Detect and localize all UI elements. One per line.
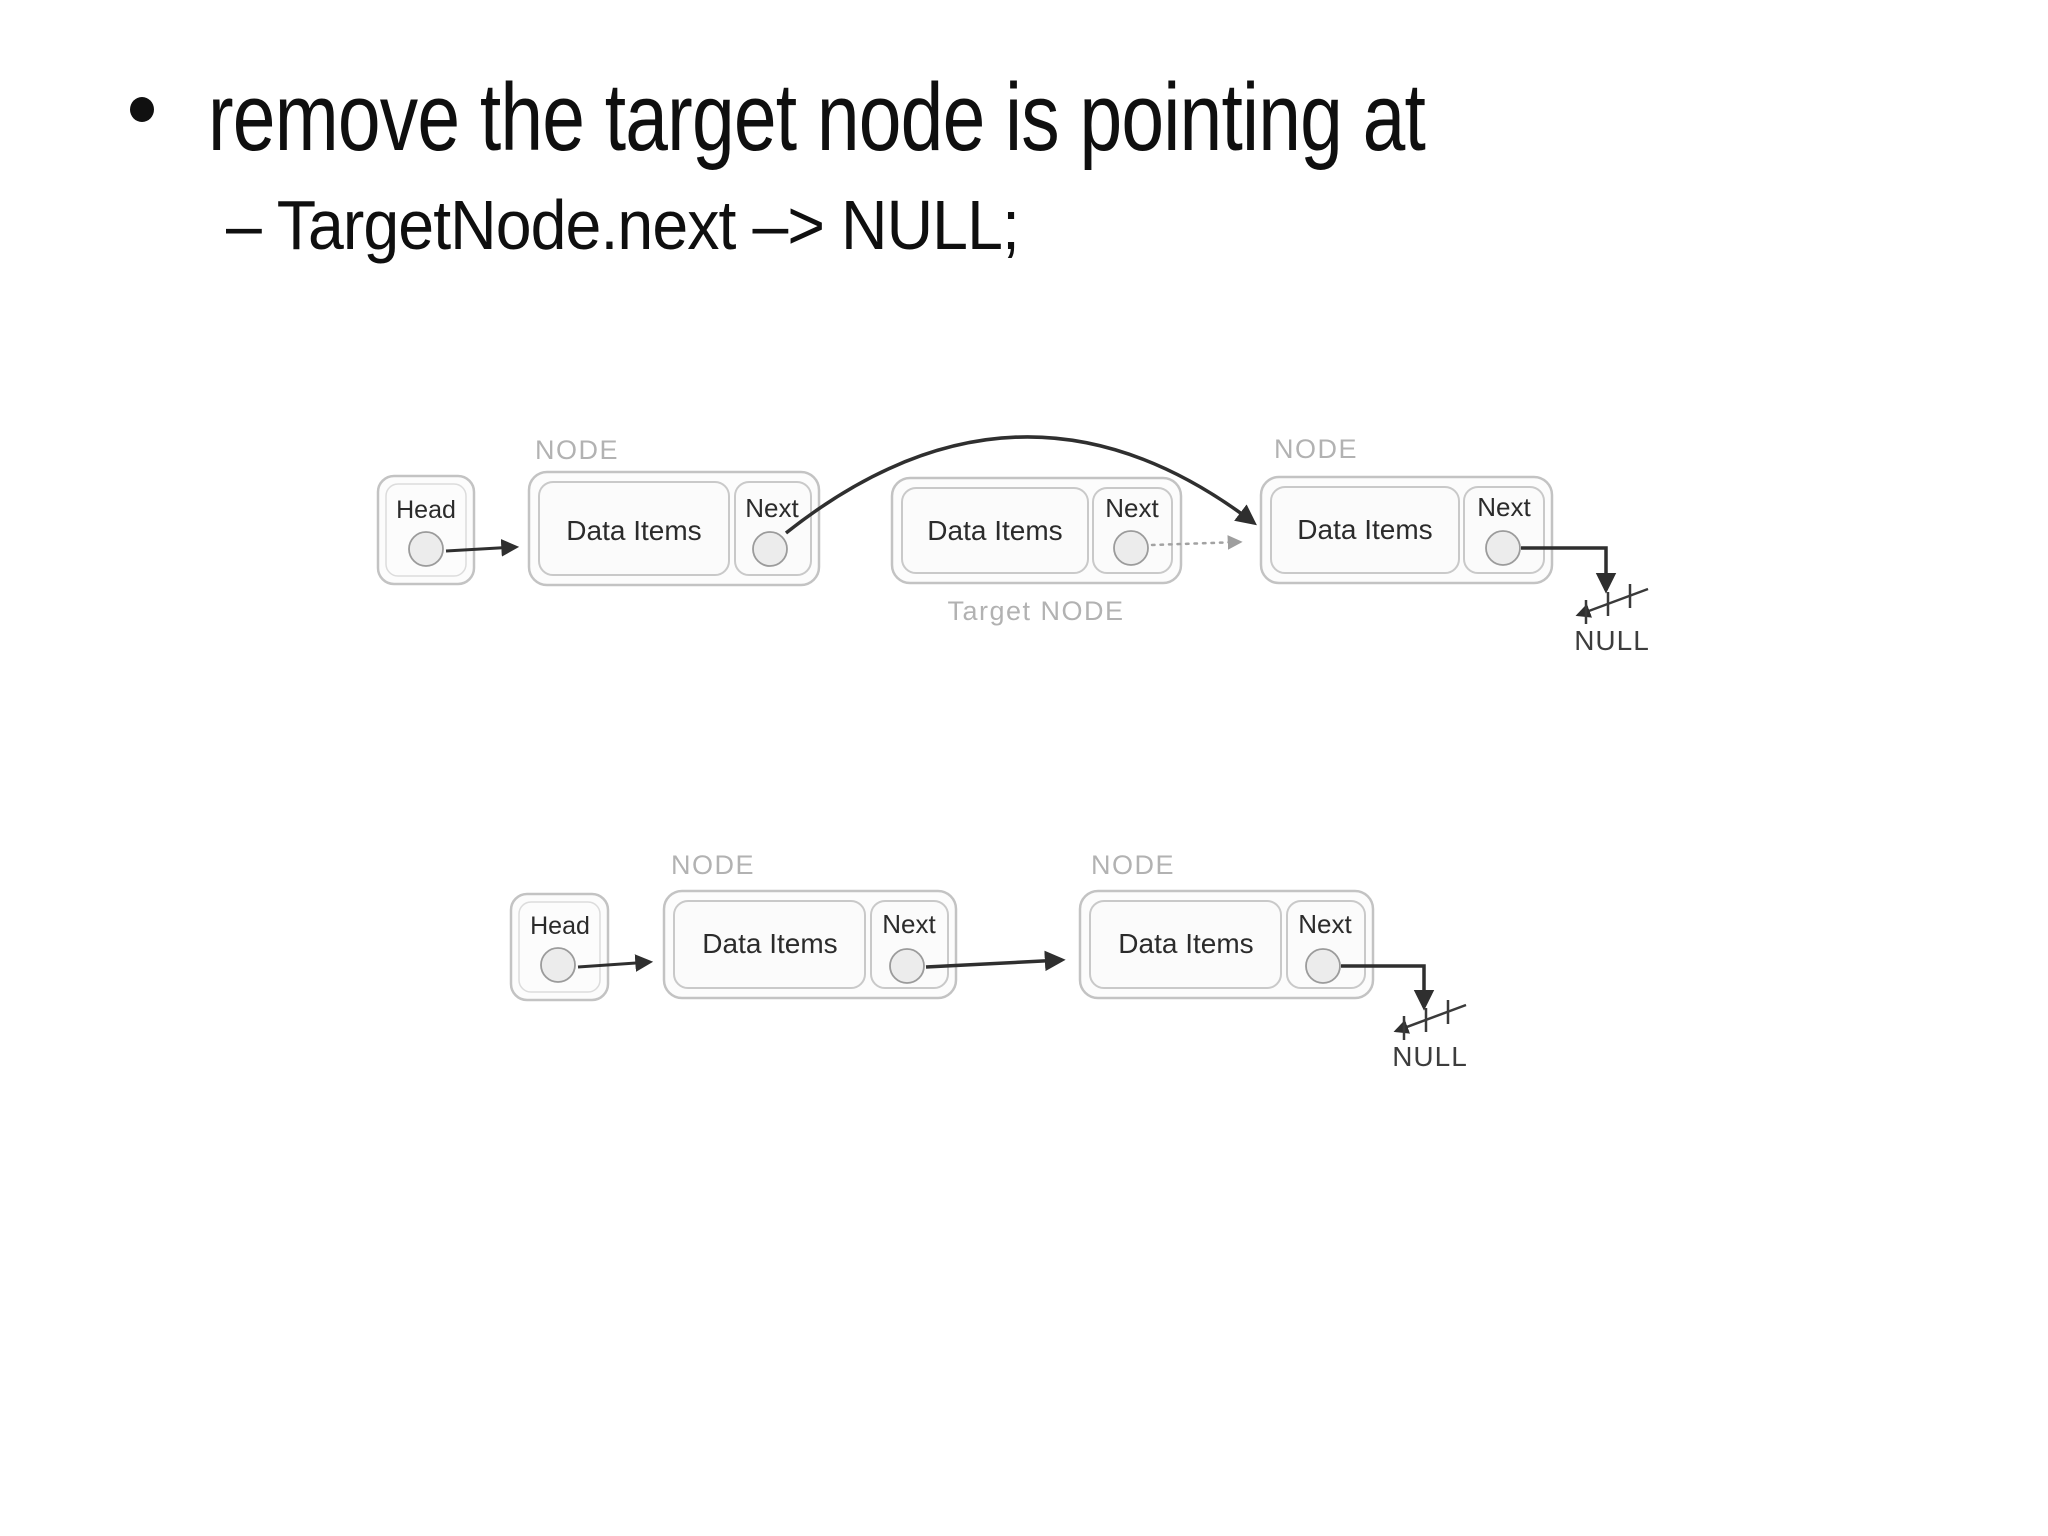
head2-pointer-dot [540, 947, 576, 983]
head-to-node1-arrow [445, 539, 520, 557]
head2-box-outline [509, 892, 610, 1002]
diagram-remove-target: Head NODE Data Items Next Data Items [376, 434, 1650, 656]
target-node-next-dot [1113, 530, 1149, 566]
bnode2-next-label: Next [1298, 909, 1352, 939]
node1-next-label: Next [745, 493, 799, 523]
null-label: NULL [1574, 625, 1650, 656]
bnode1-box: Data Items Next [662, 889, 958, 1000]
null-connector-line [1521, 546, 1617, 594]
node2-next-dot [1485, 530, 1521, 566]
slide-title: remove the target node is pointing at [208, 64, 1426, 171]
null2-ground-slash [1393, 1003, 1467, 1034]
bnode1-caption: NODE [671, 850, 755, 880]
bnode1-data-box [673, 900, 866, 989]
node1-caption: NODE [535, 435, 619, 465]
node2-next-box [1463, 486, 1545, 574]
node2-data-label: Data Items [1297, 514, 1432, 545]
target-node-next-label: Next [1105, 493, 1159, 523]
head2-label: Head [530, 912, 590, 940]
old-link-dotted-arrow [1150, 535, 1243, 550]
null-ground-ticks [1584, 584, 1632, 624]
bnode2-data-box [1089, 900, 1282, 989]
node1-data-box [538, 481, 730, 576]
node2-data-box [1270, 486, 1460, 574]
bnode2-box: Data Items Next [1078, 889, 1375, 1000]
null-terminator-2: NULL [1341, 964, 1468, 1072]
node2-box: Data Items Next [1259, 475, 1554, 585]
head-label: Head [396, 496, 456, 524]
bnode1-data-label: Data Items [702, 928, 837, 959]
target-node-data-label: Data Items [927, 515, 1062, 546]
head-pointer-dot [408, 531, 444, 567]
bnode2-data-label: Data Items [1118, 928, 1253, 959]
null2-connector-line [1341, 964, 1435, 1011]
diagram-result-list: Head NODE Data Items Next NODE Data Item… [509, 850, 1468, 1072]
bnode2-caption: NODE [1091, 850, 1175, 880]
node1-next-dot [752, 531, 788, 567]
target-node-data-box [901, 487, 1089, 574]
node2-caption: NODE [1274, 434, 1358, 464]
node2-next-label: Next [1477, 492, 1531, 522]
slide-subtitle: – TargetNode.next –> NULL; [226, 186, 1020, 264]
node1-data-label: Data Items [566, 515, 701, 546]
head2-box-inner-outline [518, 901, 601, 993]
target-node-box: Data Items Next [890, 476, 1183, 585]
head-pointer-box: Head [376, 474, 476, 586]
node1-box: Data Items Next [527, 470, 821, 587]
target-node-caption: Target NODE [947, 596, 1124, 626]
head-pointer-box-2: Head [509, 892, 610, 1002]
head-box-outline [376, 474, 476, 586]
head2-to-node1-arrow [577, 954, 654, 972]
null2-ground-ticks [1402, 1000, 1450, 1040]
bnode1-next-dot [889, 948, 925, 984]
null-ground-slash [1575, 587, 1649, 618]
head-box-inner-outline [385, 483, 467, 577]
null-terminator: NULL [1521, 546, 1650, 656]
null2-label: NULL [1392, 1041, 1468, 1072]
bypass-arrow [784, 435, 1257, 535]
bnode2-next-dot [1305, 948, 1341, 984]
bnode1-to-bnode2-arrow [925, 950, 1066, 972]
bullet-icon [130, 97, 154, 122]
bnode1-next-label: Next [882, 909, 936, 939]
